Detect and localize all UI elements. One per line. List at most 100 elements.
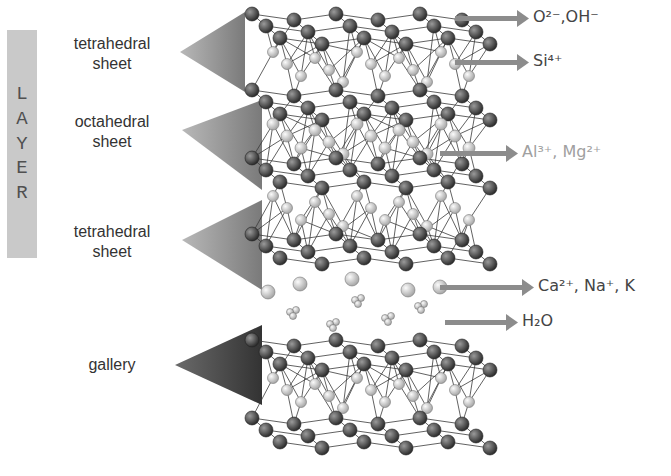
oxygen-atom [259,95,273,109]
oxygen-atom [413,151,427,165]
oxygen-atom [413,83,427,97]
oxygen-atom [329,333,343,347]
bond-line [357,196,378,240]
cation-atom [449,130,461,142]
oxygen-atom [483,363,497,377]
cation-atom [408,65,419,76]
oxygen-atom [371,157,385,171]
oxygen-atom [399,363,413,377]
oxygen-atom [483,113,497,127]
oxygen-atom [357,435,371,449]
cation-atom [394,379,405,390]
oxygen-atom [441,357,455,371]
sheet-pointer [180,12,245,92]
oxygen-atom [441,175,455,189]
oxygen-atom [301,101,315,115]
cation-atom [293,277,307,291]
gallery-label: gallery [62,355,162,375]
cation-atom [309,124,321,136]
oxygen-atom [357,175,371,189]
cation-atom [267,118,279,130]
cation-atom [268,373,279,384]
oxygen-atom [469,101,483,115]
oxygen-atom [413,333,427,347]
cation-atom [464,397,475,408]
cation-atom [366,203,377,214]
oxygen-atom [259,423,273,437]
cation-atom [323,136,335,148]
bond-line [427,102,434,154]
oxygen-atom [245,151,259,165]
cation-atom [296,215,307,226]
oxygen-atom [259,345,273,359]
oxygen-atom [413,411,427,425]
ion-label: O²⁻,OH⁻ [533,7,599,27]
oxygen-atom [399,181,413,195]
oxygen-atom [427,19,441,33]
oxygen-atom [385,245,399,259]
oxygen-atom [385,101,399,115]
cation-atom [268,47,279,58]
water-atom [418,307,425,314]
ion-arrow [440,151,508,156]
ion-label: H₂O [522,311,553,331]
sheet-label: tetrahedral sheet [62,222,162,262]
oxygen-atom [441,435,455,449]
cation-atom [464,71,475,82]
cation-atom [352,191,363,202]
ion-label: Si⁴⁺ [533,51,562,71]
oxygen-atom [357,31,371,45]
oxygen-atom [287,157,301,171]
cation-atom [324,391,335,402]
oxygen-atom [315,181,329,195]
ion-label: Al³⁺, Mg²⁺ [522,142,601,162]
oxygen-atom [483,441,497,455]
cation-atom [393,124,405,136]
cation-atom [408,209,419,220]
oxygen-atom [455,417,469,431]
oxygen-atom [301,245,315,259]
oxygen-atom [455,89,469,103]
cation-atom [352,47,363,58]
oxygen-atom [273,435,287,449]
oxygen-atom [441,31,455,45]
oxygen-atom [371,417,385,431]
ion-arrow-head [506,314,518,331]
sheet-label: tetrahedral sheet [62,34,162,74]
cation-atom [310,379,321,390]
sheet-pointers [175,12,262,405]
oxygen-atom [371,13,385,27]
oxygen-atom [329,227,343,241]
oxygen-atom [245,333,259,347]
cation-atom [436,191,447,202]
sheet-pointer [182,100,262,190]
oxygen-atom [287,339,301,353]
oxygen-atom [287,417,301,431]
oxygen-atom [483,257,497,271]
cation-atom [394,197,405,208]
oxygen-atom [301,169,315,183]
oxygen-atom [259,239,273,253]
cation-atom [324,209,335,220]
cation-atom [380,71,391,82]
cation-atom [401,283,415,297]
ion-arrow-head [522,279,534,296]
cation-atom [408,391,419,402]
ion-arrow [445,320,508,325]
oxygen-atom [455,339,469,353]
oxygen-atom [245,411,259,425]
oxygen-atom [301,351,315,365]
water-atom [385,319,392,326]
oxygen-atom [357,251,371,265]
water-atom [290,313,297,320]
oxygen-atom [343,19,357,33]
cation-atom [407,136,419,148]
oxygen-atom [315,37,329,51]
cation-atom [436,47,447,58]
oxygen-atom [329,7,343,21]
oxygen-atom [273,251,287,265]
ion-label: Ca²⁺, Na⁺, K [538,276,635,296]
oxygen-atom [273,357,287,371]
cation-atom [365,130,377,142]
